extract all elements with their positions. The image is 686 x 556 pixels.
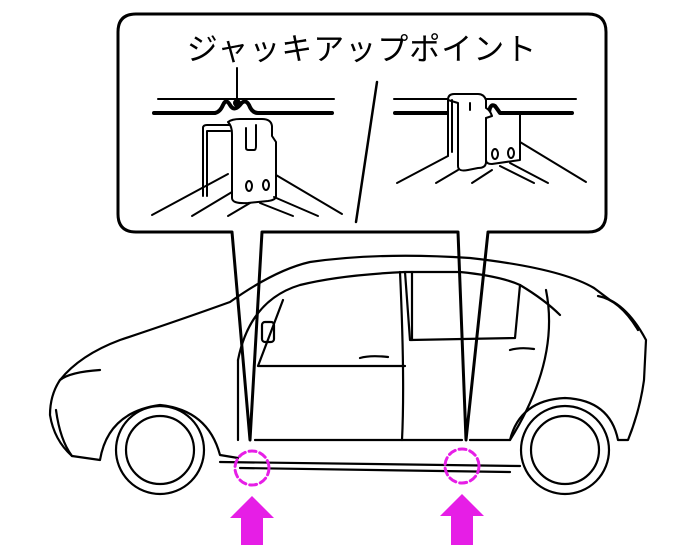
- jack-point-detail-left: [151, 67, 343, 217]
- jack-point-circle-icon: [233, 447, 481, 487]
- car-side-view: [48, 254, 648, 496]
- separator-slash: [354, 80, 379, 224]
- jack-point-detail-right: [393, 93, 587, 184]
- callout-box: [116, 12, 608, 442]
- arrow-up-icon: [230, 494, 484, 545]
- car-body-outline: [48, 254, 648, 462]
- callout-title: ジャッキアップポイント: [186, 32, 538, 68]
- front-wheel: [114, 404, 206, 496]
- rear-wheel: [519, 404, 611, 496]
